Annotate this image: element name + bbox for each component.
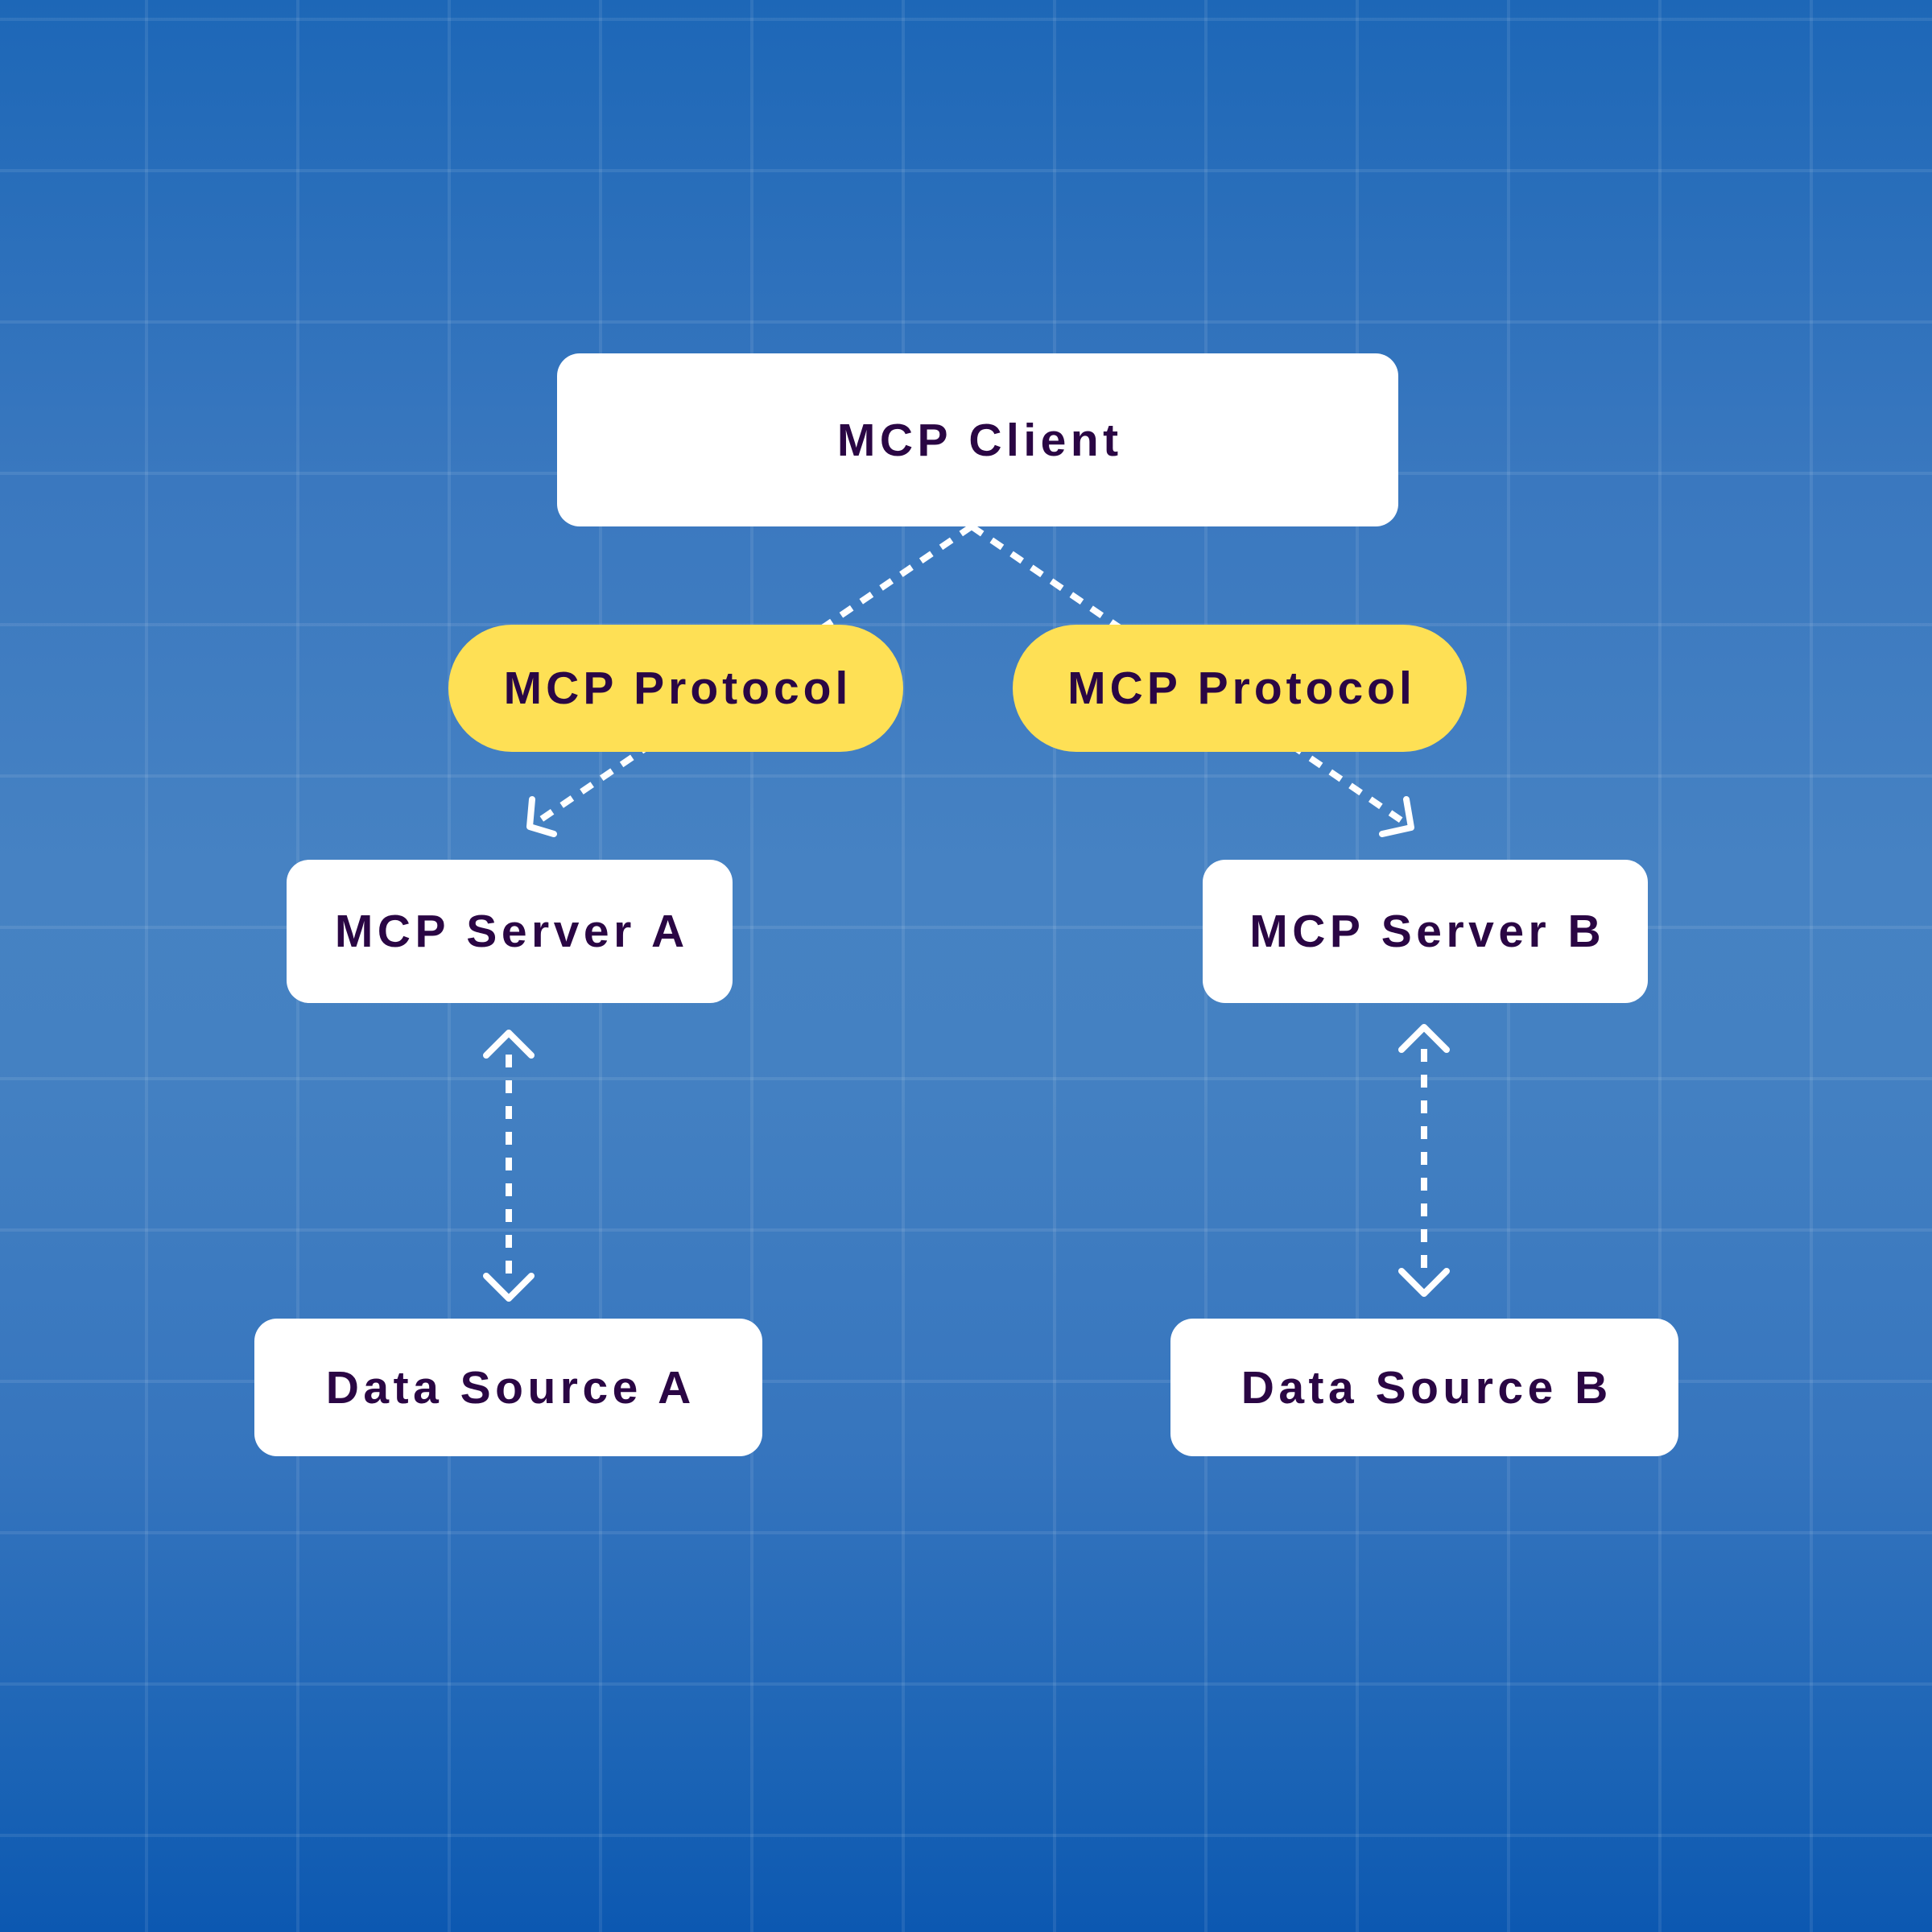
arrowhead-icon	[1379, 796, 1414, 837]
edge-server-b-to-data-source-b	[1398, 1024, 1450, 1297]
node-label: MCP Client	[836, 414, 1123, 466]
arrow-up-icon	[1398, 1024, 1450, 1053]
arrow-down-icon	[483, 1273, 535, 1302]
node-label: MCP Server B	[1249, 906, 1606, 957]
arrow-down-icon	[1398, 1268, 1450, 1297]
badge-label: MCP Protocol	[503, 663, 852, 714]
mcp-client-node: MCP Client	[557, 353, 1398, 526]
badge-label: MCP Protocol	[1067, 663, 1416, 714]
edge-client-to-server-a	[526, 523, 974, 837]
node-label: MCP Server A	[334, 906, 689, 957]
edge-client-to-server-b	[969, 523, 1414, 837]
data-source-b-node: Data Source B	[1170, 1319, 1678, 1456]
arrow-up-icon	[483, 1030, 535, 1059]
dashed-line	[969, 523, 1407, 826]
protocol-badge-left: MCP Protocol	[448, 625, 903, 752]
protocol-badge-right: MCP Protocol	[1013, 625, 1467, 752]
mcp-server-b-node: MCP Server B	[1203, 860, 1648, 1003]
arrowhead-icon	[526, 796, 557, 837]
node-label: Data Source A	[325, 1361, 696, 1414]
mcp-server-a-node: MCP Server A	[287, 860, 733, 1003]
data-source-a-node: Data Source A	[254, 1319, 762, 1456]
edge-server-a-to-data-source-a	[483, 1030, 535, 1302]
node-label: Data Source B	[1241, 1361, 1612, 1414]
dashed-line	[534, 523, 974, 826]
